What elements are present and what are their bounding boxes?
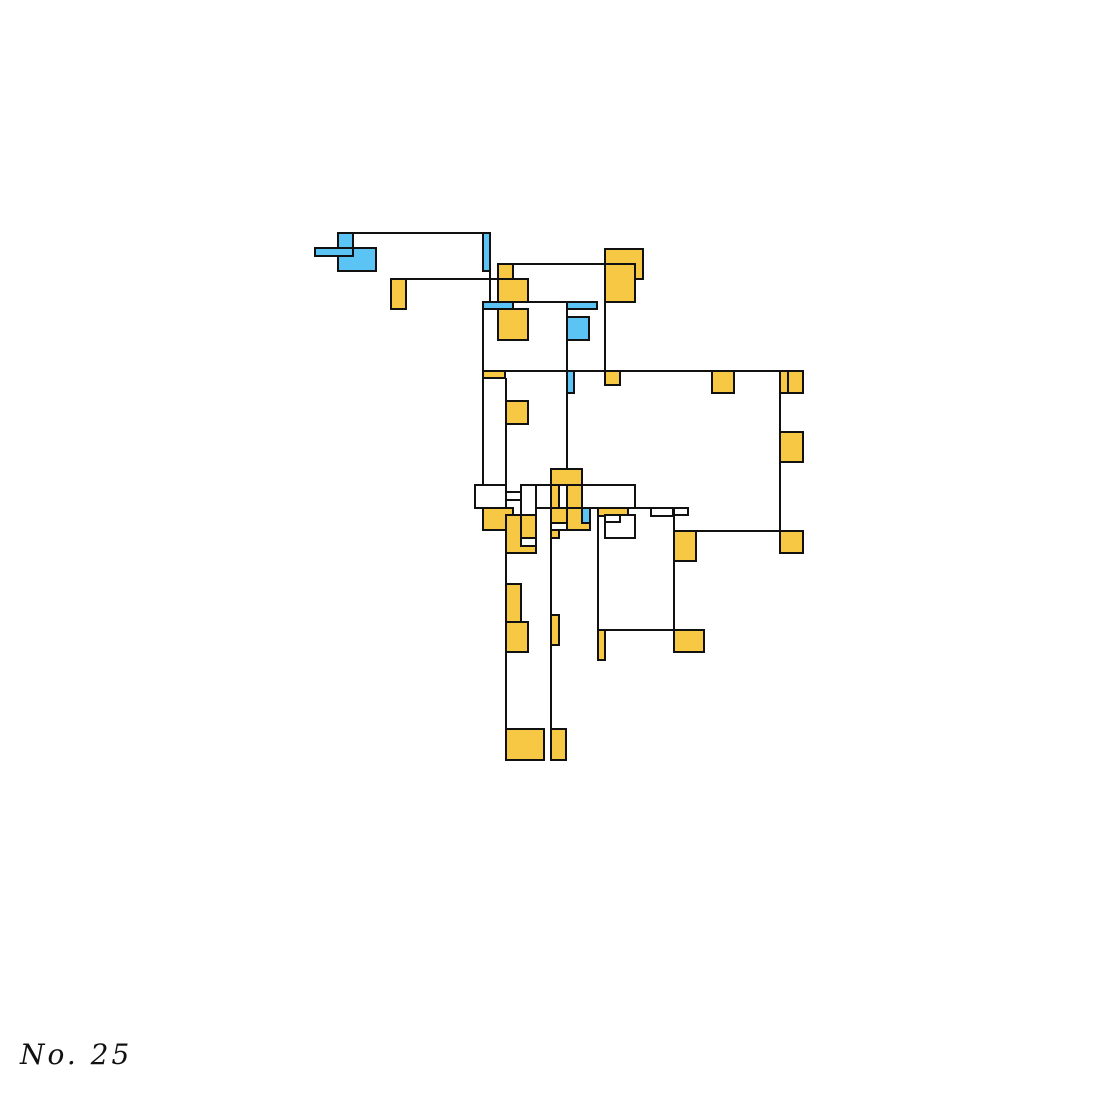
blue-block-15 [566, 370, 575, 394]
yellow-block-14 [482, 370, 506, 379]
white-block-42 [650, 507, 674, 517]
white-block-24 [474, 484, 507, 509]
white-block-37 [550, 522, 568, 531]
yellow-block-49 [597, 629, 606, 661]
yellow-block-51 [505, 728, 545, 761]
yellow-block-44 [673, 530, 697, 562]
blue-block-1 [337, 232, 354, 249]
yellow-block-46 [505, 583, 522, 623]
white-block-41 [604, 514, 621, 523]
yellow-block-6 [497, 263, 514, 280]
artwork-caption: No. 25 [20, 1038, 133, 1071]
white-block-33 [520, 537, 537, 547]
yellow-block-50 [673, 629, 705, 653]
yellow-block-45 [779, 530, 804, 554]
yellow-block-52 [550, 728, 567, 761]
yellow-block-38 [550, 529, 560, 539]
yellow-block-21 [505, 400, 529, 425]
white-block-26 [505, 491, 522, 501]
white-block-43 [673, 507, 689, 516]
yellow-block-16 [604, 370, 621, 386]
yellow-block-48 [550, 614, 560, 646]
yellow-block-9 [497, 308, 529, 341]
yellow-block-29 [566, 484, 583, 509]
blue-block-36 [581, 507, 591, 524]
blue-block-11 [566, 316, 590, 341]
yellow-block-17 [711, 370, 735, 394]
yellow-block-19 [779, 370, 789, 394]
yellow-block-13 [604, 263, 636, 303]
yellow-block-28 [550, 484, 560, 509]
white-block-25 [520, 484, 537, 516]
yellow-block-7 [497, 278, 529, 303]
yellow-block-47 [505, 621, 529, 653]
blue-block-3 [314, 247, 354, 257]
blue-block-4 [482, 232, 491, 272]
blue-block-10 [566, 301, 598, 310]
yellow-block-32 [520, 514, 537, 539]
yellow-block-20 [779, 431, 804, 463]
yellow-block-5 [390, 278, 407, 310]
blue-block-8 [482, 301, 514, 310]
